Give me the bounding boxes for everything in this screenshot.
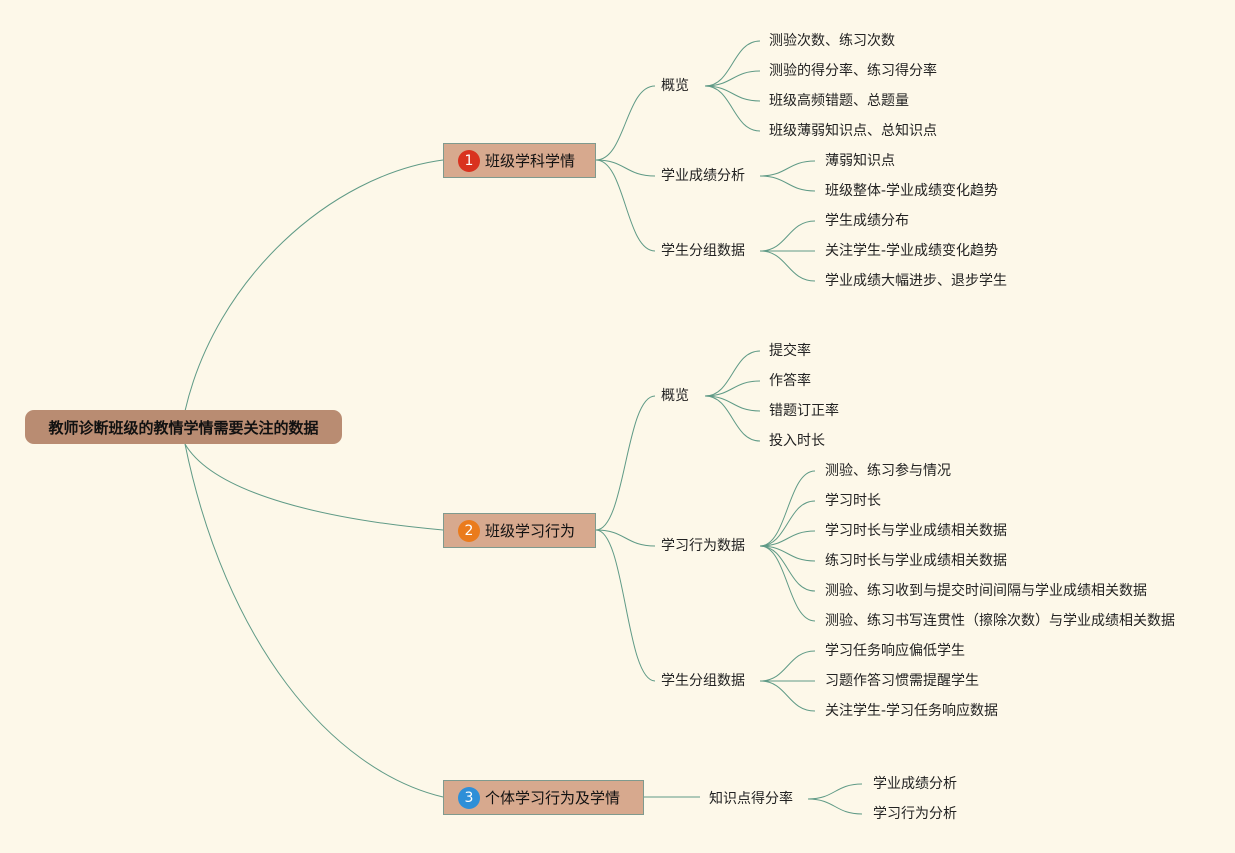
connector-line — [759, 500, 816, 547]
connector-line — [595, 529, 656, 682]
connector-line — [704, 395, 761, 442]
branch-2-label: 班级学习行为 — [485, 522, 576, 540]
number-2-badge-icon: 2 — [458, 519, 480, 542]
connector-line — [704, 85, 761, 102]
branch-1-item[interactable]: 学生成绩分布 — [825, 213, 909, 229]
branch-1-item[interactable]: 班级薄弱知识点、总知识点 — [769, 123, 937, 139]
branch-1-item[interactable]: 班级高频错题、总题量 — [769, 93, 909, 109]
branch-2-topic[interactable]: 2 班级学习行为 — [443, 513, 596, 548]
branch-1-item[interactable]: 班级整体-学业成绩变化趋势 — [825, 183, 999, 199]
branch-2-item[interactable]: 关注学生-学习任务响应数据 — [825, 703, 999, 719]
branch-2-item[interactable]: 练习时长与学业成绩相关数据 — [825, 553, 1007, 569]
branch-2-item[interactable]: 提交率 — [769, 343, 811, 359]
branch-3-label: 个体学习行为及学情 — [485, 789, 621, 807]
branch-2-item[interactable]: 学习任务响应偏低学生 — [825, 643, 965, 659]
connector-line — [704, 380, 761, 397]
connector-line — [807, 798, 863, 815]
connector-line — [759, 160, 816, 177]
branch-1-performance-analysis[interactable]: 学业成绩分析 — [661, 168, 745, 184]
branch-1-item[interactable]: 测验的得分率、练习得分率 — [769, 63, 937, 79]
branch-1-topic[interactable]: 1 班级学科学情 — [443, 143, 596, 178]
connector-line — [759, 530, 816, 547]
branch-1-item[interactable]: 关注学生-学业成绩变化趋势 — [825, 243, 999, 259]
branch-3-item[interactable]: 学业成绩分析 — [873, 776, 957, 792]
connector-line — [759, 650, 816, 682]
root-topic[interactable]: 教师诊断班级的教情学情需要关注的数据 — [25, 410, 342, 444]
connector-line — [759, 220, 816, 252]
connector-line — [704, 70, 761, 87]
connector-line — [595, 529, 656, 547]
connector-line — [759, 545, 816, 592]
branch-2-item[interactable]: 错题订正率 — [769, 403, 839, 419]
connector-line — [595, 159, 656, 252]
branch-1-item[interactable]: 薄弱知识点 — [825, 153, 895, 169]
connector-line — [595, 85, 656, 161]
branch-1-student-groups[interactable]: 学生分组数据 — [661, 243, 745, 259]
branch-2-behavior-data[interactable]: 学习行为数据 — [661, 538, 745, 554]
branch-1-item[interactable]: 学业成绩大幅进步、退步学生 — [825, 273, 1007, 289]
branch-1-overview[interactable]: 概览 — [661, 78, 689, 94]
branch-3-item[interactable]: 学习行为分析 — [873, 806, 957, 822]
branch-2-item[interactable]: 测验、练习参与情况 — [825, 463, 951, 479]
connector-line — [704, 395, 761, 412]
branch-1-label: 班级学科学情 — [485, 152, 576, 170]
connector-line — [595, 395, 656, 531]
connector-line — [759, 545, 816, 622]
branch-2-item[interactable]: 测验、练习收到与提交时间间隔与学业成绩相关数据 — [825, 583, 1147, 599]
branch-2-item[interactable]: 学习时长 — [825, 493, 881, 509]
number-3-badge-icon: 3 — [458, 786, 480, 809]
connector-line — [704, 85, 761, 132]
connector-line — [807, 783, 863, 800]
branch-3-knowledge-score-rate[interactable]: 知识点得分率 — [709, 791, 793, 807]
connector-line — [704, 350, 761, 397]
connector-line — [759, 250, 816, 282]
connector-line — [704, 40, 761, 87]
connector-line — [184, 443, 444, 531]
number-1-badge-icon: 1 — [458, 149, 480, 172]
connector-line — [184, 443, 444, 798]
branch-2-item[interactable]: 投入时长 — [769, 433, 825, 449]
branch-2-item[interactable]: 测验、练习书写连贯性（擦除次数）与学业成绩相关数据 — [825, 613, 1175, 629]
connector-line — [759, 680, 816, 712]
branch-3-topic[interactable]: 3 个体学习行为及学情 — [443, 780, 644, 815]
branch-2-item[interactable]: 习题作答习惯需提醒学生 — [825, 673, 979, 689]
branch-2-student-groups[interactable]: 学生分组数据 — [661, 673, 745, 689]
connector-line — [759, 470, 816, 547]
connector-line — [184, 159, 444, 412]
connector-line — [759, 175, 816, 192]
connector-line — [759, 545, 816, 562]
branch-2-overview[interactable]: 概览 — [661, 388, 689, 404]
branch-2-item[interactable]: 作答率 — [769, 373, 811, 389]
branch-1-item[interactable]: 测验次数、练习次数 — [769, 33, 895, 49]
connector-line — [595, 159, 656, 177]
branch-2-item[interactable]: 学习时长与学业成绩相关数据 — [825, 523, 1007, 539]
